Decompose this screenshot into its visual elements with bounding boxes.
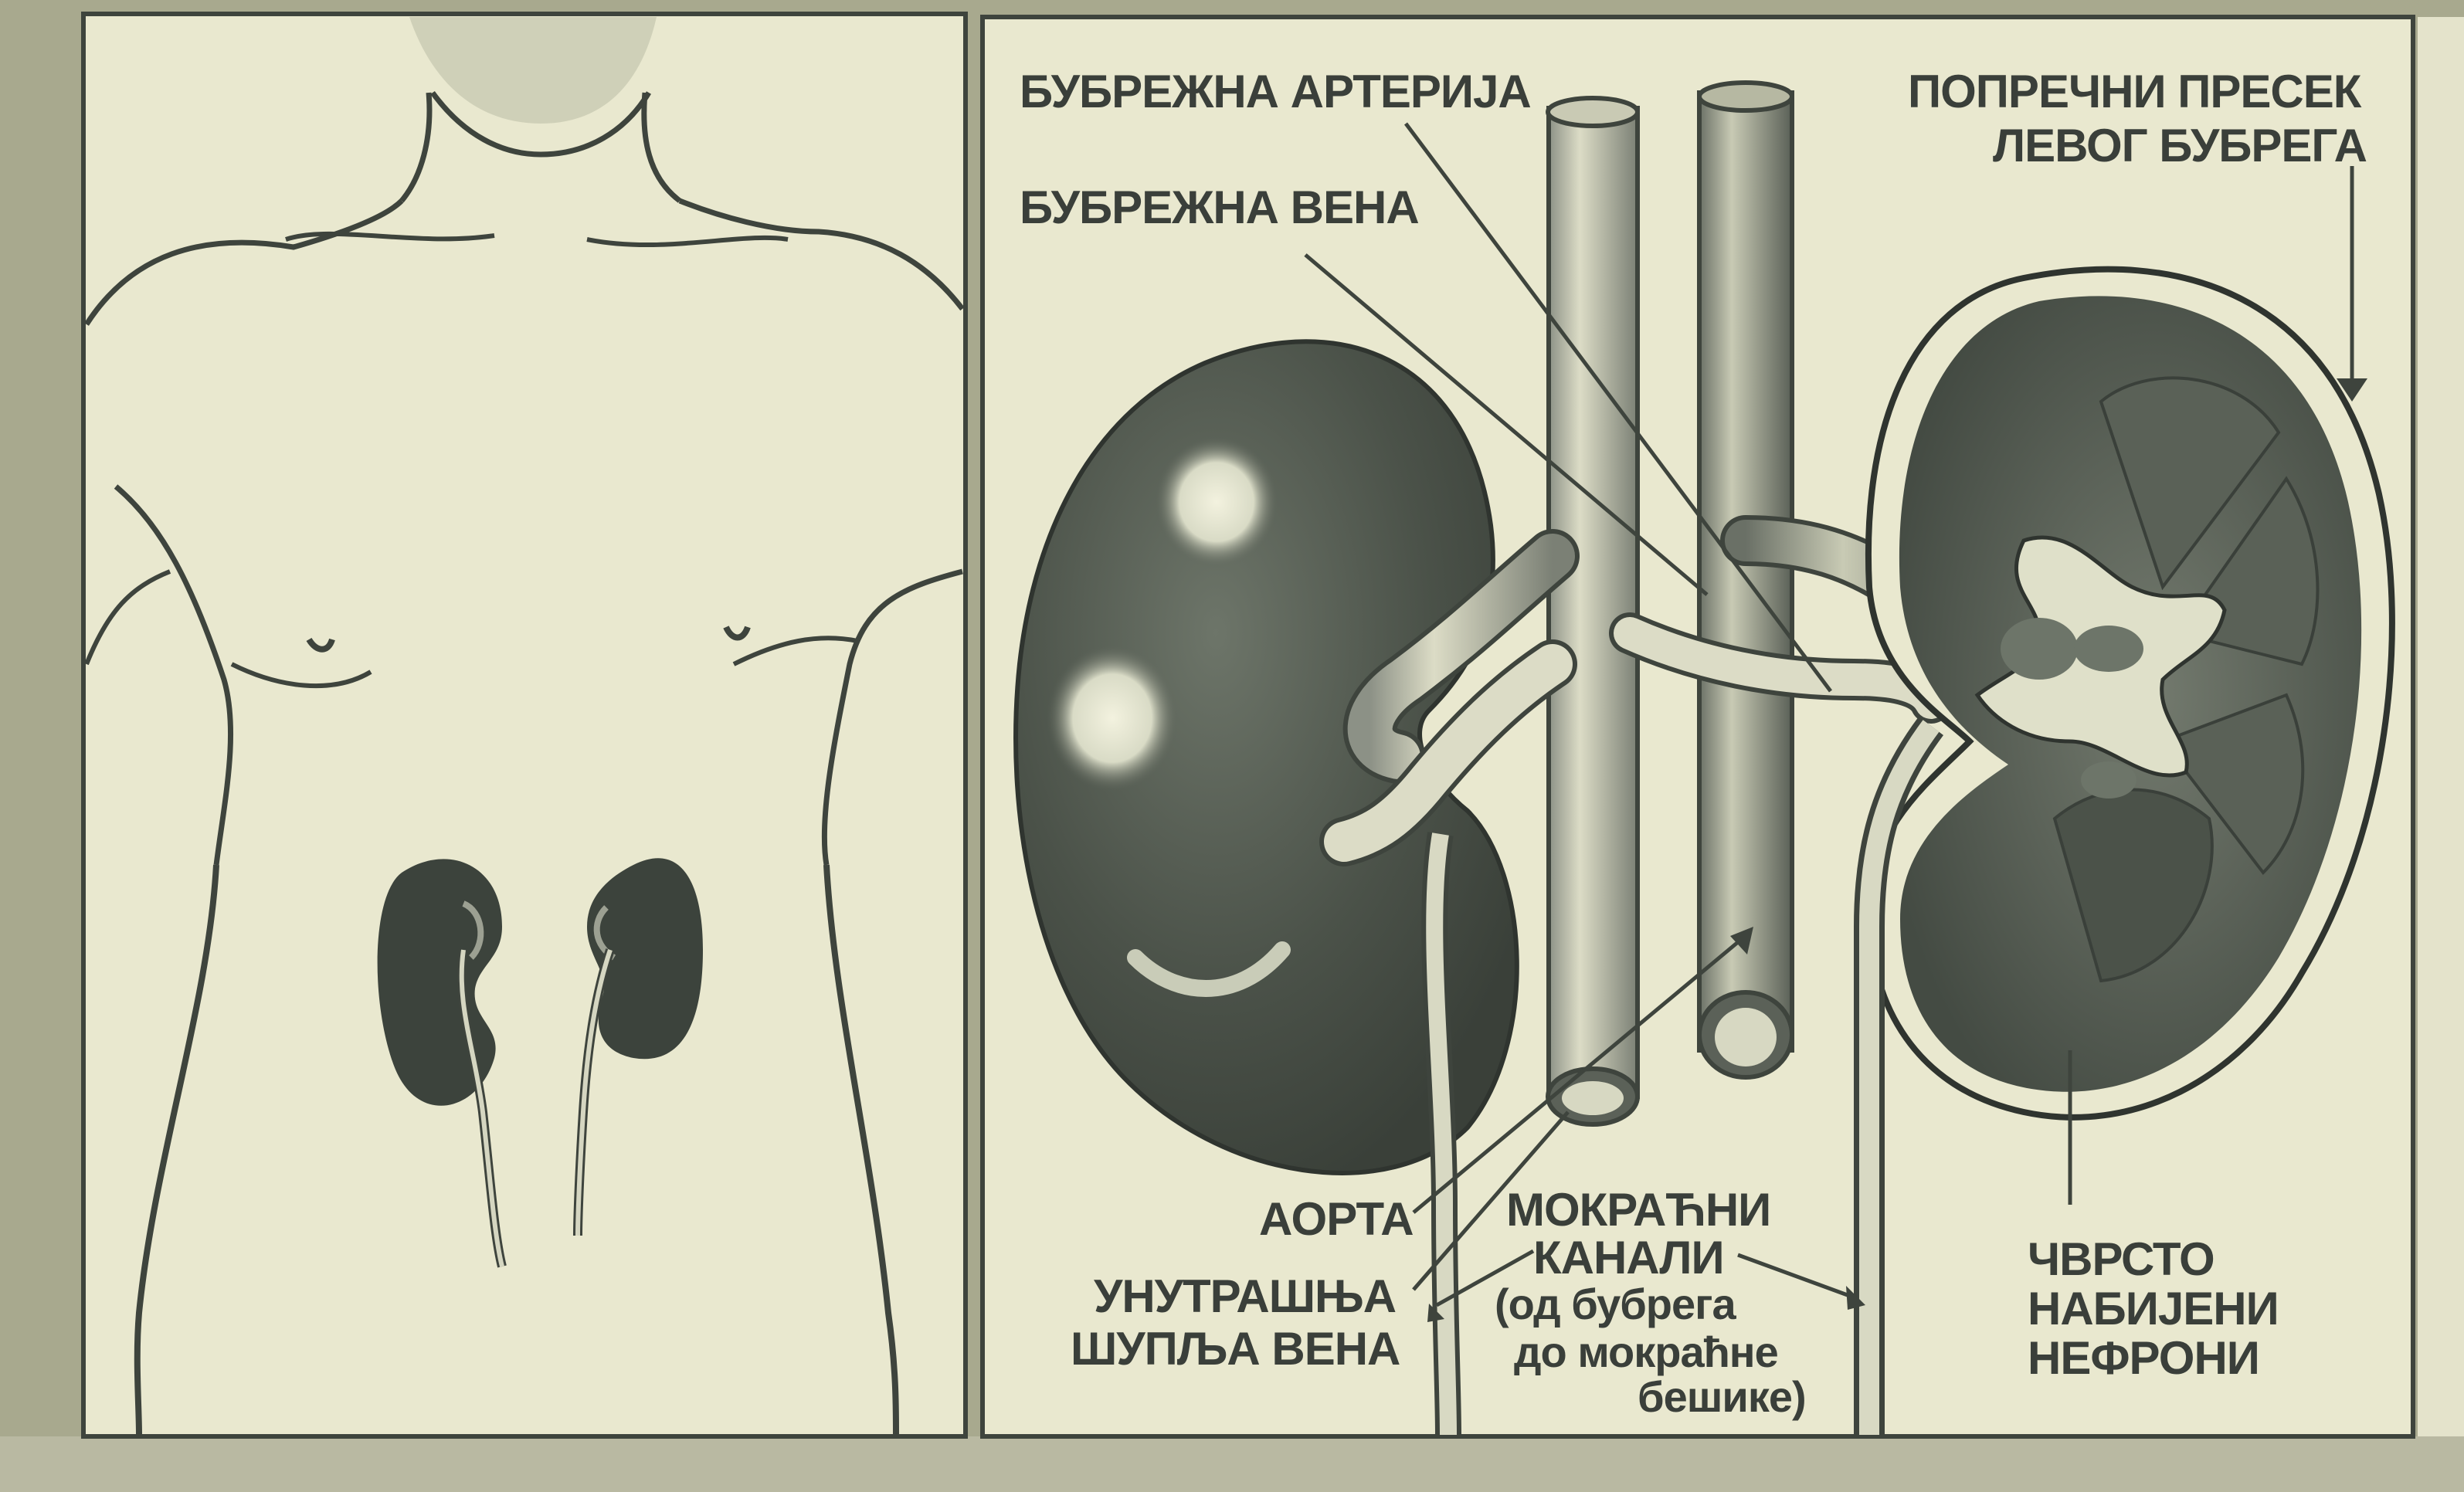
label-cross-section-line2: ЛЕВОГ БУБРЕГА (1993, 122, 2367, 170)
label-ureters-note-line3: бешике) (1638, 1375, 1806, 1419)
label-nephrons-line1: ЧВРСТО (2028, 1236, 2215, 1283)
label-cross-section-line1: ПОПРЕЧНИ ПРЕСЕК (1908, 68, 2360, 116)
label-ureters-note-line1: (од бубрега (1495, 1282, 1736, 1327)
label-vena-cava-line2: ШУПЉА ВЕНА (1071, 1325, 1400, 1373)
label-ureters-line2: КАНАЛИ (1533, 1234, 1724, 1282)
label-ureters-line1: МОКРАЋНИ (1506, 1186, 1770, 1234)
label-vena-cava-line1: УНУТРАШЊА (1094, 1273, 1396, 1321)
label-renal-artery: БУБРЕЖНА АРТЕРИЈА (1020, 68, 1531, 116)
torso-panel-background (83, 14, 966, 1436)
label-nephrons-line2: НАБИЈЕНИ (2028, 1285, 2279, 1333)
label-renal-vein: БУБРЕЖНА ВЕНА (1020, 184, 1419, 232)
bottom-strip (0, 1436, 2464, 1492)
label-nephrons-line3: НЕФРОНИ (2028, 1334, 2259, 1382)
label-aorta: АОРТА (1259, 1195, 1414, 1243)
right-margin-strip (2418, 17, 2464, 1436)
torso-panel (83, 14, 966, 1436)
label-ureters-note-line2: до мокраћне (1514, 1330, 1778, 1375)
aorta (1548, 98, 1638, 1124)
